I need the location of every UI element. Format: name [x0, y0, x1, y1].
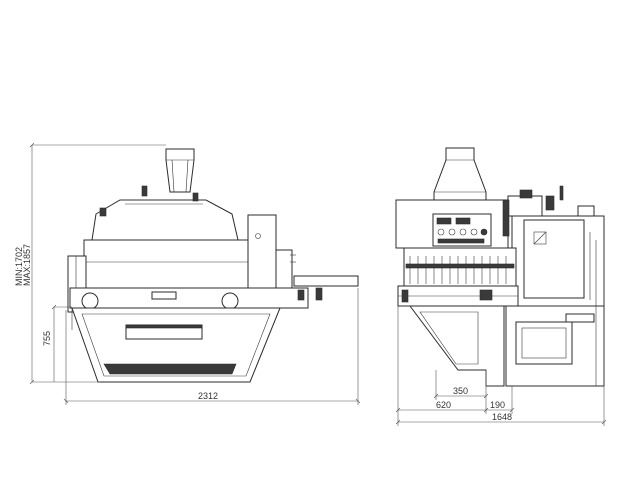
dim-length: 2312	[198, 391, 218, 401]
upper-cover	[91, 199, 239, 241]
feed-roller-right	[221, 292, 239, 310]
grille-slots	[409, 256, 507, 284]
feed-roller-left	[81, 292, 99, 310]
lock-knob	[297, 289, 305, 301]
outfeed-table	[293, 275, 359, 287]
dim-table-height: 755	[42, 331, 52, 346]
dim-620: 620	[436, 400, 451, 410]
control-box	[247, 214, 277, 291]
front-motor	[507, 195, 543, 217]
side-view-dimensions: MIN:1702 MAX:1857 755 2312	[14, 142, 361, 405]
dim-height-max: MAX:1857	[22, 244, 32, 286]
machine-base	[71, 307, 281, 383]
dim-190: 190	[490, 400, 505, 410]
extraction-hood	[165, 148, 195, 193]
dim-width: 1648	[492, 412, 512, 422]
base-slot	[103, 363, 237, 375]
dim-350: 350	[453, 386, 468, 396]
front-view	[395, 147, 605, 387]
dim-height-min: MIN:1702	[14, 247, 24, 286]
cabinet-door	[523, 219, 585, 299]
front-view-dimensions: 350 620 190 1648	[395, 306, 607, 426]
lever-knob	[99, 207, 107, 217]
handle-knob-right	[192, 192, 199, 202]
handle-knob-left	[141, 185, 148, 197]
side-view	[67, 148, 359, 383]
center-handle	[151, 291, 177, 300]
lower-access-panel	[515, 321, 573, 365]
main-body	[83, 239, 249, 293]
motor-housing	[275, 249, 293, 291]
feed-rail	[69, 287, 309, 309]
adjust-knob	[315, 287, 323, 301]
